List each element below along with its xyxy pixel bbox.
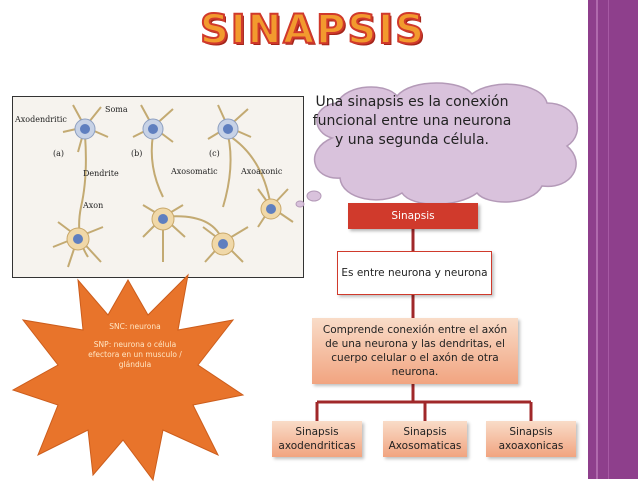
sidebar-stripe: [608, 0, 609, 479]
label-a: (a): [53, 149, 65, 158]
label-soma: Soma: [105, 105, 128, 114]
node-axodendriticas: Sinapsis axodendriticas: [272, 421, 362, 457]
node-axosomaticas: Sinapsis Axosomaticas: [383, 421, 467, 457]
node-comprende-conexion: Comprende conexión entre el axón de una …: [312, 318, 518, 384]
node-axoaxonicas: Sinapsis axoaxonicas: [486, 421, 576, 457]
label-c: (c): [209, 149, 220, 158]
label-b: (b): [131, 149, 143, 158]
label-axodendritic: Axodendritic: [15, 115, 67, 124]
label-dendrite: Dendrite: [83, 169, 119, 178]
decorative-sidebar: [588, 0, 638, 479]
starburst-text: SNC: neurona SNP: neurona o célula efect…: [80, 322, 190, 370]
cloud-definition-text: Una sinapsis es la conexión funcional en…: [312, 94, 512, 148]
definition-cloud: [295, 82, 578, 208]
node-entre-neuronas: Es entre neurona y neurona: [337, 251, 492, 295]
starburst-shape: [11, 273, 245, 482]
sidebar-stripe: [596, 0, 598, 479]
star-line-snp: SNP: neurona o célula efectora en un mus…: [88, 340, 182, 369]
star-line-snc: SNC: neurona: [109, 322, 161, 331]
label-axon: Axon: [83, 201, 104, 210]
neuron-drawing: [52, 104, 294, 268]
node-sinapsis: Sinapsis: [348, 203, 478, 229]
label-axosomatic: Axosomatic: [171, 167, 218, 176]
neuron-illustration: Axodendritic Soma (a) (b) (c) Dendrite A…: [12, 96, 304, 278]
label-axoaxonic: Axoaxonic: [241, 167, 283, 176]
